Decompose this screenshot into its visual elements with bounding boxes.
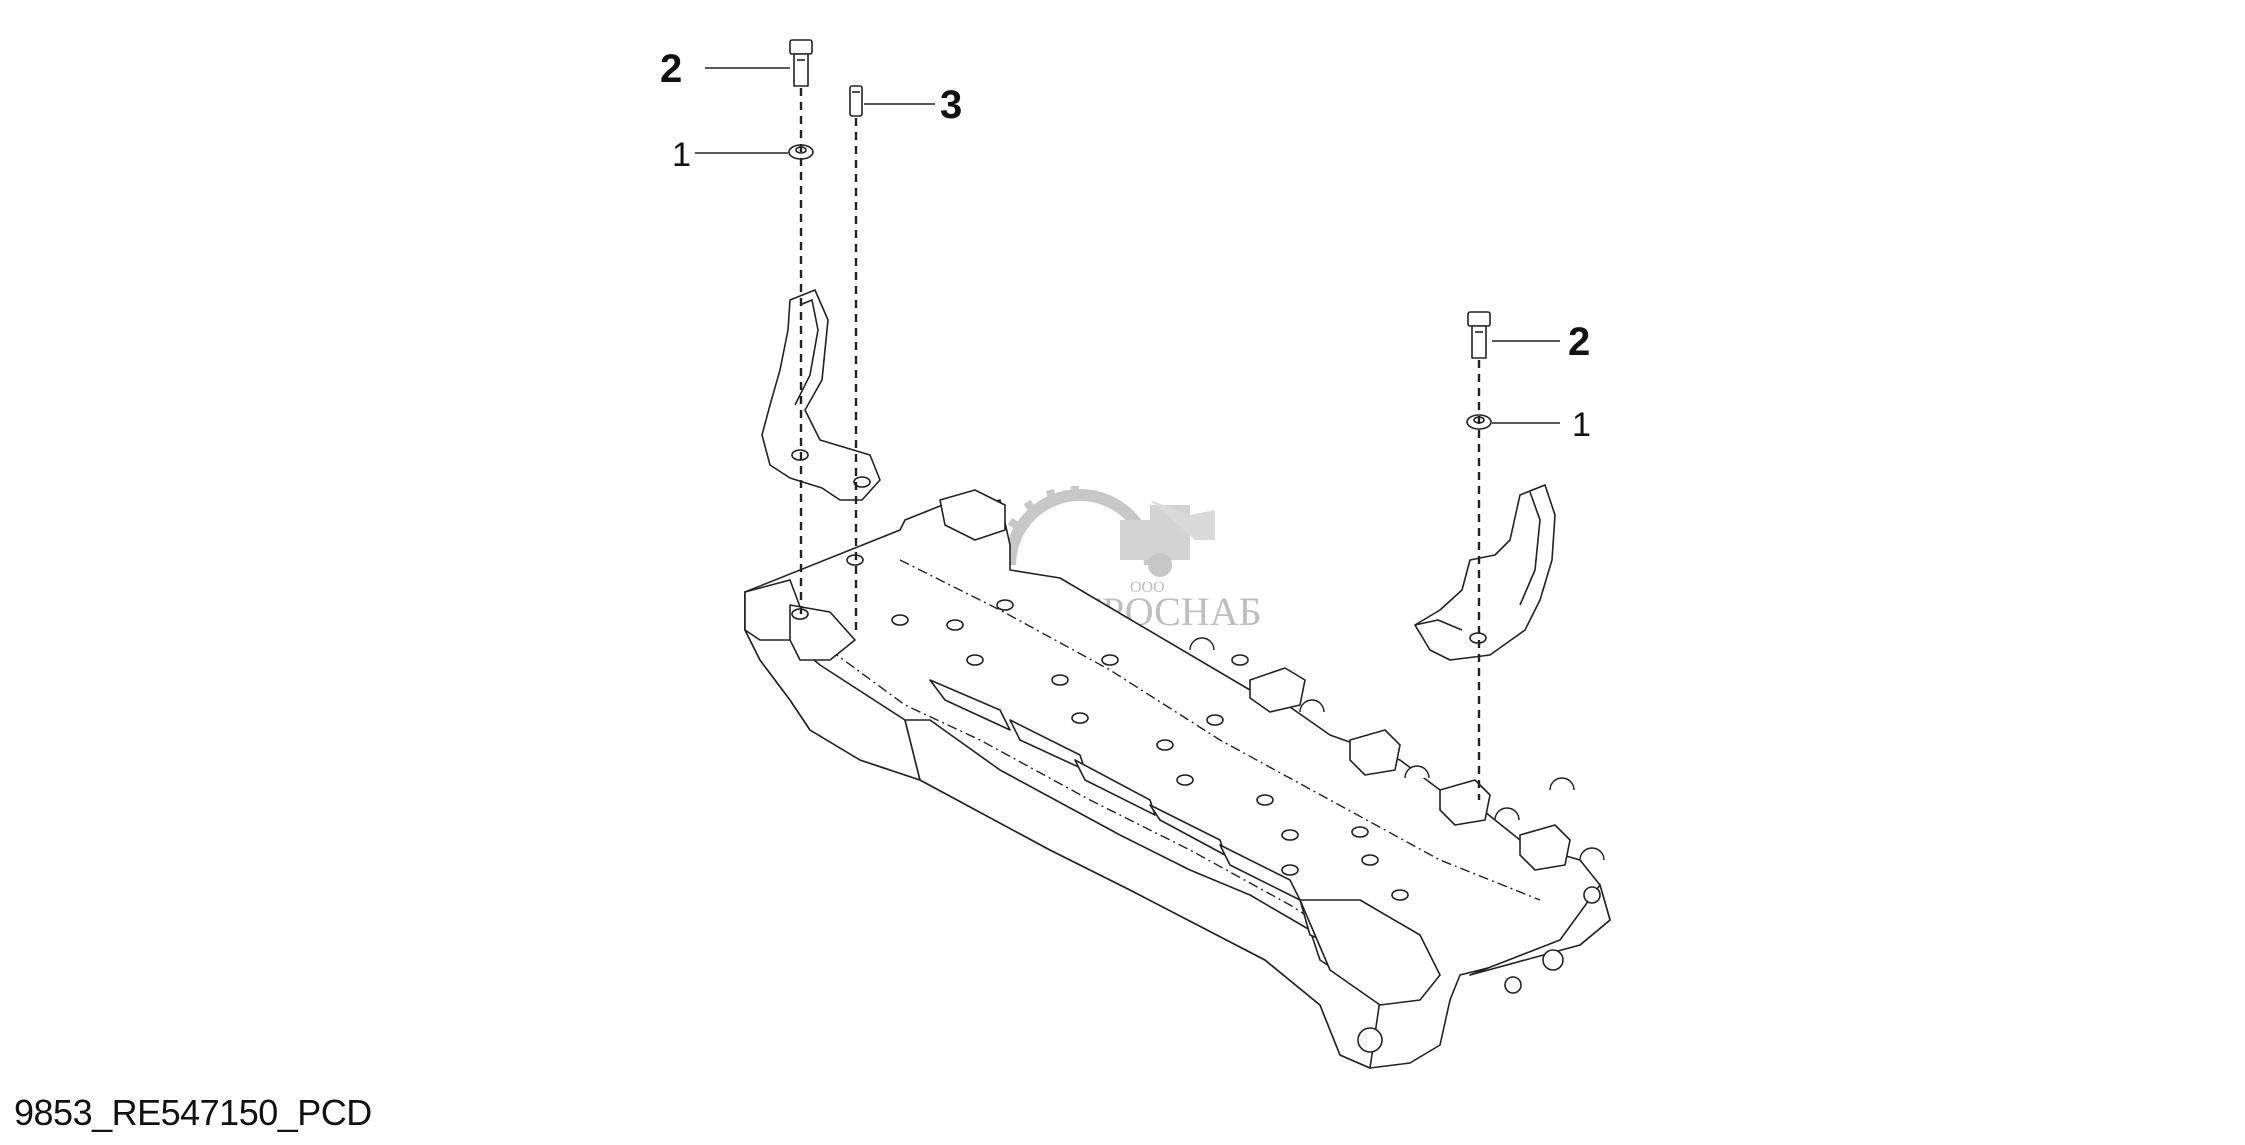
leader-lines xyxy=(695,67,1560,424)
callout-1-left: 1 xyxy=(672,136,691,174)
left-cap-screw xyxy=(789,39,813,87)
right-cap-screw xyxy=(1467,311,1491,359)
callout-3: 3 xyxy=(940,83,962,127)
callout-2-right: 2 xyxy=(1568,320,1590,364)
watermark-logo: ООО АГРОСНАБ xyxy=(998,486,1262,634)
callout-1-right: 1 xyxy=(1572,406,1591,444)
callout-2-left: 2 xyxy=(660,47,682,91)
watermark-small-text: ООО xyxy=(1130,579,1165,596)
manifold-block xyxy=(744,489,1611,1069)
drawing-code-label: 9853_RE547150_PCD xyxy=(14,1092,372,1133)
left-bracket xyxy=(761,289,881,501)
stud xyxy=(849,85,863,117)
right-bracket xyxy=(1414,484,1556,661)
